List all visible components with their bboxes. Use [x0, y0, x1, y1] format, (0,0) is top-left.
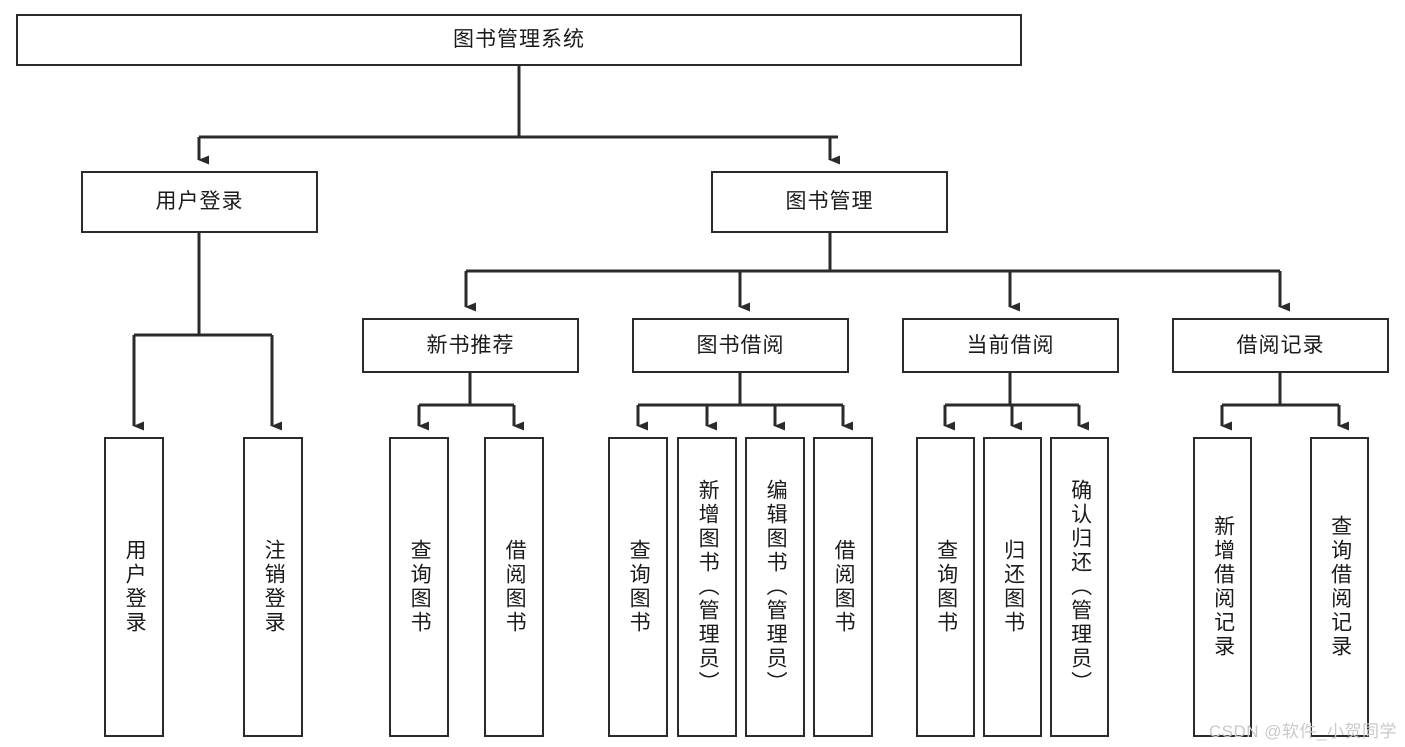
node-leaf-user-login[interactable]: 用户登录: [104, 437, 164, 737]
node-user-login[interactable]: 用户登录: [81, 171, 318, 233]
node-leaf-return-book[interactable]: 归还图书: [983, 437, 1042, 737]
node-root-label: 图书管理系统: [453, 28, 585, 52]
node-leaf-borrow-book[interactable]: 借阅图书: [813, 437, 873, 737]
node-book-borrow-label: 图书借阅: [696, 333, 785, 357]
node-current-borrow[interactable]: 当前借阅: [902, 318, 1119, 373]
node-leaf-edit-book-label: 编辑图书（管理员）: [764, 479, 788, 695]
node-book-manage-label: 图书管理: [785, 190, 874, 214]
csdn-watermark: CSDN @软件_小贺同学: [1208, 722, 1397, 741]
node-leaf-borrow-book-label: 借阅图书: [832, 539, 856, 635]
node-borrow-record[interactable]: 借阅记录: [1172, 318, 1389, 373]
node-new-book-recommend[interactable]: 新书推荐: [362, 318, 579, 373]
node-root[interactable]: 图书管理系统: [16, 14, 1022, 66]
node-leaf-confirm-return[interactable]: 确认归还（管理员）: [1050, 437, 1109, 737]
node-leaf-user-login-label: 用户登录: [123, 539, 147, 635]
node-leaf-add-record[interactable]: 新增借阅记录: [1193, 437, 1252, 737]
node-borrow-record-label: 借阅记录: [1236, 333, 1325, 357]
node-leaf-query-book-cur-label: 查询图书: [934, 539, 958, 635]
node-leaf-add-book[interactable]: 新增图书（管理员）: [677, 437, 737, 737]
node-new-book-recommend-label: 新书推荐: [426, 333, 515, 357]
node-leaf-logout[interactable]: 注销登录: [243, 437, 303, 737]
node-leaf-query-record-label: 查询借阅记录: [1328, 515, 1352, 659]
node-leaf-query-book-cur[interactable]: 查询图书: [916, 437, 975, 737]
node-leaf-query-book-rec-label: 查询图书: [408, 539, 432, 635]
node-leaf-borrow-book-rec[interactable]: 借阅图书: [484, 437, 544, 737]
node-leaf-logout-label: 注销登录: [262, 539, 286, 635]
node-leaf-query-book-rec[interactable]: 查询图书: [389, 437, 449, 737]
node-current-borrow-label: 当前借阅: [966, 333, 1055, 357]
node-leaf-query-record[interactable]: 查询借阅记录: [1310, 437, 1369, 737]
node-leaf-confirm-return-label: 确认归还（管理员）: [1068, 479, 1092, 695]
node-leaf-query-book-borrow[interactable]: 查询图书: [608, 437, 668, 737]
node-leaf-borrow-book-rec-label: 借阅图书: [503, 539, 527, 635]
node-leaf-return-book-label: 归还图书: [1001, 539, 1025, 635]
node-user-login-label: 用户登录: [155, 190, 244, 214]
node-leaf-edit-book[interactable]: 编辑图书（管理员）: [745, 437, 805, 737]
node-leaf-add-record-label: 新增借阅记录: [1211, 515, 1235, 659]
node-book-borrow[interactable]: 图书借阅: [632, 318, 849, 373]
node-leaf-add-book-label: 新增图书（管理员）: [696, 479, 720, 695]
node-leaf-query-book-borrow-label: 查询图书: [627, 539, 651, 635]
node-book-manage[interactable]: 图书管理: [711, 171, 948, 233]
